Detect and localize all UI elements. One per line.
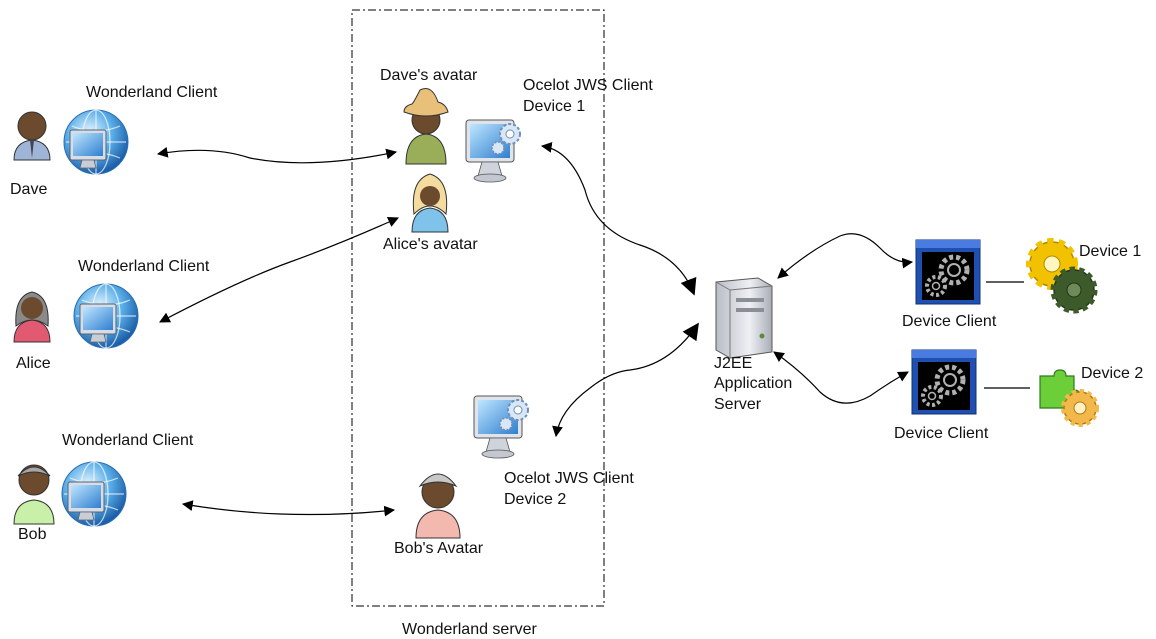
globe-monitor-icon xyxy=(61,461,127,527)
alice-user-label: Alice xyxy=(16,355,51,372)
arrow-jws2-to-app-server xyxy=(552,322,699,438)
dave-wonderland-client-label: Wonderland Client xyxy=(86,84,218,101)
dave-avatar-label: Dave's avatar xyxy=(380,67,478,84)
puzzle-gears-icon xyxy=(1039,369,1099,427)
jws-monitor-gear-icon xyxy=(465,119,521,183)
arrow-alice-client-to-alice-avatar xyxy=(159,217,399,323)
alice-person-icon xyxy=(13,291,51,343)
jws-client-1-label-line1: Ocelot JWS Client xyxy=(523,77,653,94)
device-client-window-icon xyxy=(912,350,976,414)
wonderland-server-label: Wonderland server xyxy=(402,621,537,638)
jws-client-2-label-line2: Device 2 xyxy=(504,491,567,508)
globe-monitor-icon xyxy=(63,109,129,175)
jws-client-1-label-line2: Device 1 xyxy=(523,98,586,115)
alice-avatar-icon xyxy=(411,173,449,233)
gears-yellow-green-icon xyxy=(1026,238,1098,314)
arrow-app-server-to-device-client-2 xyxy=(773,351,909,404)
bob-avatar-icon xyxy=(415,473,461,539)
arrow-jws1-to-app-server xyxy=(540,142,697,296)
device-2-label: Device 2 xyxy=(1081,365,1144,382)
jws-client-2-label-line1: Ocelot JWS Client xyxy=(504,470,634,487)
bob-avatar-label: Bob's Avatar xyxy=(394,540,484,557)
device-client-1-label: Device Client xyxy=(902,313,997,330)
dave-person-icon xyxy=(13,111,51,161)
app-server-label-line2: Application xyxy=(714,375,793,392)
device-1-label: Device 1 xyxy=(1079,243,1142,260)
bob-wonderland-client-label: Wonderland Client xyxy=(62,432,194,449)
app-server-label-line1: J2EE xyxy=(714,355,753,372)
arrow-bob-client-to-bob-avatar xyxy=(181,500,396,517)
bob-user-label: Bob xyxy=(18,526,47,543)
arrow-app-server-to-device-client-1 xyxy=(777,233,914,279)
dave-user-label: Dave xyxy=(10,181,48,198)
app-server-label-line3: Server xyxy=(714,396,762,413)
arrow-dave-client-to-dave-avatar xyxy=(156,147,398,164)
dave-avatar-icon xyxy=(403,88,449,165)
device-client-window-icon xyxy=(916,240,980,304)
bob-person-icon xyxy=(13,464,55,525)
connectors xyxy=(156,142,1030,517)
alice-wonderland-client-label: Wonderland Client xyxy=(78,258,210,275)
server-tower-icon xyxy=(715,277,773,359)
device-client-2-label: Device Client xyxy=(894,425,989,442)
alice-avatar-label: Alice's avatar xyxy=(383,236,478,253)
jws-monitor-gear-icon xyxy=(473,395,529,459)
globe-monitor-icon xyxy=(73,283,139,349)
